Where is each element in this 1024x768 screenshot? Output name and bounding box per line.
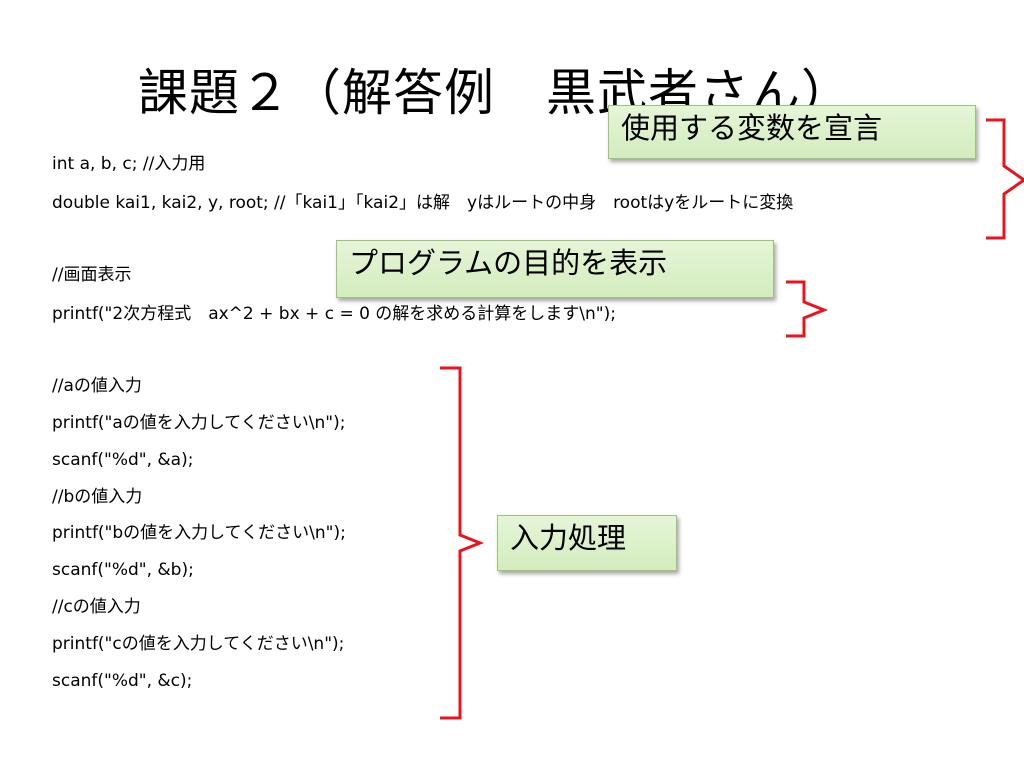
code-line-8: printf("aの値を入力してください\n"); — [52, 413, 346, 433]
callout-input-processing: 入力処理 — [497, 515, 677, 571]
code-line-13: //cの値入力 — [52, 597, 141, 617]
code-line-4: //画面表示 — [52, 265, 132, 285]
code-line-12: scanf("%d", &b); — [52, 560, 194, 580]
code-line-15: scanf("%d", &c); — [52, 671, 193, 691]
callout-show-purpose: プログラムの目的を表示 — [336, 240, 774, 298]
code-line-9: scanf("%d", &a); — [52, 450, 194, 470]
code-line-10: //bの値入力 — [52, 487, 143, 507]
code-line-11: printf("bの値を入力してください\n"); — [52, 523, 346, 543]
code-line-14: printf("cの値を入力してください\n"); — [52, 634, 345, 654]
code-line-1: int a, b, c; //入力用 — [52, 154, 206, 174]
code-line-5: printf("2次方程式 ax^2 + bx + c = 0 の解を求める計算… — [52, 304, 616, 324]
bracket-input — [440, 366, 485, 720]
code-line-2: double kai1, kai2, y, root; //「kai1」「kai… — [52, 193, 794, 213]
bracket-purpose — [786, 280, 829, 338]
bracket-declare — [986, 118, 1024, 240]
code-line-7: //aの値入力 — [52, 376, 142, 396]
callout-declare-variables: 使用する変数を宣言 — [608, 105, 976, 159]
